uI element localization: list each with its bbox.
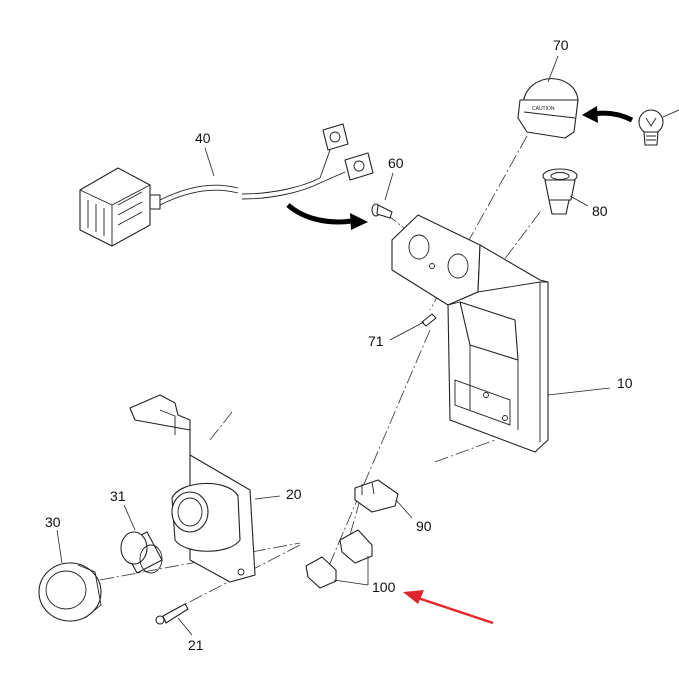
part-71-screw bbox=[421, 313, 437, 327]
label-part-60: 60 bbox=[388, 155, 404, 171]
part-20-plate bbox=[129, 394, 256, 583]
part-21-screw bbox=[155, 603, 189, 625]
label-part-90: 90 bbox=[416, 518, 432, 534]
install-arrow-bulb bbox=[582, 106, 634, 123]
label-part-100: 100 bbox=[372, 579, 396, 595]
label-part-20: 20 bbox=[286, 486, 302, 502]
highlight-arrow bbox=[403, 590, 494, 625]
label-part-71: 71 bbox=[368, 333, 384, 349]
leader-lines bbox=[56, 55, 611, 636]
label-part-21: 21 bbox=[188, 637, 204, 653]
part-80-socket bbox=[542, 168, 578, 215]
label-part-31: 31 bbox=[110, 488, 126, 504]
part-90-holder bbox=[354, 479, 399, 513]
part-30-bezel bbox=[38, 562, 102, 622]
part-10-bracket bbox=[391, 214, 549, 453]
part-60-screw bbox=[371, 203, 393, 219]
label-part-10: 10 bbox=[617, 375, 633, 391]
label-part-80: 80 bbox=[592, 203, 608, 219]
part-40-harness bbox=[79, 123, 374, 247]
label-part-30: 30 bbox=[45, 514, 61, 530]
part-70-lamp-cap: CAUTION bbox=[517, 78, 579, 139]
svg-text:CAUTION: CAUTION bbox=[532, 106, 555, 112]
part-100-terminals bbox=[305, 529, 373, 589]
install-arrow-harness bbox=[286, 203, 368, 230]
part-31-ring bbox=[120, 531, 163, 574]
label-part-40: 40 bbox=[195, 130, 211, 146]
label-part-70: 70 bbox=[553, 37, 569, 53]
light-bulb-icon bbox=[638, 109, 679, 146]
